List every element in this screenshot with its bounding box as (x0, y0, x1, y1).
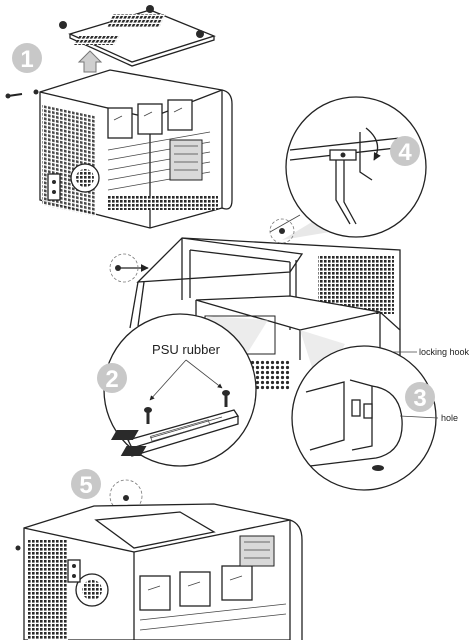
step-4-badge: 4 (390, 136, 420, 166)
io-ports (47, 173, 61, 201)
step-2-badge: 2 (97, 363, 127, 393)
screw-icon (15, 545, 21, 551)
screw-icon (123, 495, 129, 501)
locking-hook-slot (363, 403, 373, 419)
bracket-screw-hole (340, 152, 346, 158)
psu-rubber-icon (372, 465, 384, 471)
step5-chassis (15, 479, 303, 640)
rotate-arrow-icon (365, 127, 381, 161)
bottom-vent (108, 196, 218, 210)
io-ports (67, 559, 81, 583)
psu-rubber-icon (144, 407, 152, 424)
svg-text:5: 5 (79, 472, 92, 499)
hole-callout: hole (441, 413, 458, 423)
step1-chassis (5, 69, 233, 229)
svg-text:4: 4 (398, 139, 412, 166)
locking-hook-callout: locking hook (392, 347, 470, 357)
panel-foot-icon (59, 21, 67, 29)
svg-text:2: 2 (105, 366, 118, 393)
top-panel-vent-right (106, 14, 166, 28)
svg-text:3: 3 (413, 385, 426, 412)
svg-text:hole: hole (441, 413, 458, 423)
hole-indicator (110, 430, 139, 440)
side-mesh-panel (28, 540, 68, 640)
psu-rubber-label: PSU rubber (152, 342, 221, 357)
panel-foot-icon (196, 30, 204, 38)
svg-text:1: 1 (20, 46, 33, 73)
step-1-badge: 1 (12, 43, 42, 73)
svg-text:locking hook: locking hook (419, 347, 470, 357)
step1-top-panel (59, 5, 216, 67)
top-panel-vent-left (74, 36, 120, 45)
screw-icon (279, 228, 285, 234)
step-5-badge: 5 (71, 469, 101, 499)
screw-icon (33, 89, 39, 95)
step-3-badge: 3 (405, 382, 435, 412)
step2-inset: PSU rubber (103, 313, 257, 467)
front-fan-icon (82, 580, 102, 600)
lift-arrow-icon (77, 50, 103, 73)
psu-rubber-icon (222, 390, 230, 407)
front-fan-icon (76, 169, 94, 187)
step3-inset (110, 345, 439, 491)
panel-foot-icon (146, 5, 154, 13)
step4-inset (269, 96, 427, 240)
